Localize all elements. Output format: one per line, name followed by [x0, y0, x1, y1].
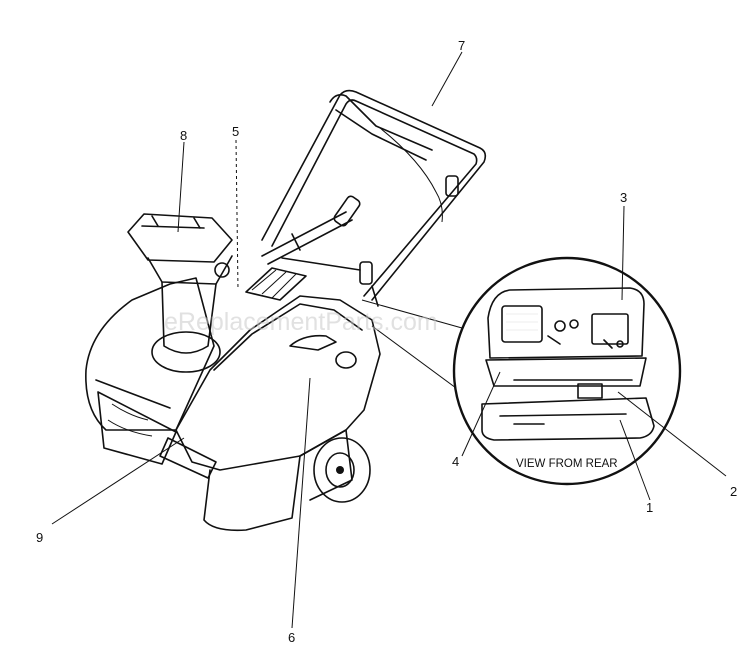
leader-3: [621, 205, 625, 301]
discharge-chute: [127, 213, 233, 373]
leader-8: [177, 141, 185, 233]
handle-assembly: [261, 89, 487, 307]
callout-8: 8: [180, 128, 187, 143]
leader-5: [235, 139, 239, 291]
leader-9: [51, 437, 185, 525]
leader-2: [617, 391, 727, 477]
callout-2: 2: [730, 484, 737, 499]
rear-view-inset: [361, 256, 682, 486]
leader-4: [461, 371, 501, 457]
watermark-text: eReplacementParts.com: [164, 308, 438, 336]
callout-4: 4: [452, 454, 459, 469]
snowthrower-housing: [85, 267, 381, 532]
callout-3: 3: [620, 190, 627, 205]
leader-lines: [51, 51, 727, 629]
callout-5: 5: [232, 124, 239, 139]
callout-9: 9: [36, 530, 43, 545]
leader-1: [619, 419, 651, 501]
inset-caption: VIEW FROM REAR: [516, 458, 618, 470]
leader-6: [291, 377, 311, 629]
callout-6: 6: [288, 630, 295, 645]
leader-7: [431, 51, 463, 107]
callout-1: 1: [646, 500, 653, 515]
wheel: [313, 437, 371, 503]
callout-7: 7: [458, 38, 465, 53]
callout-numbers: 1 2 3 4 5 6 7 8 9 VIEW FROM REAR: [36, 38, 737, 645]
